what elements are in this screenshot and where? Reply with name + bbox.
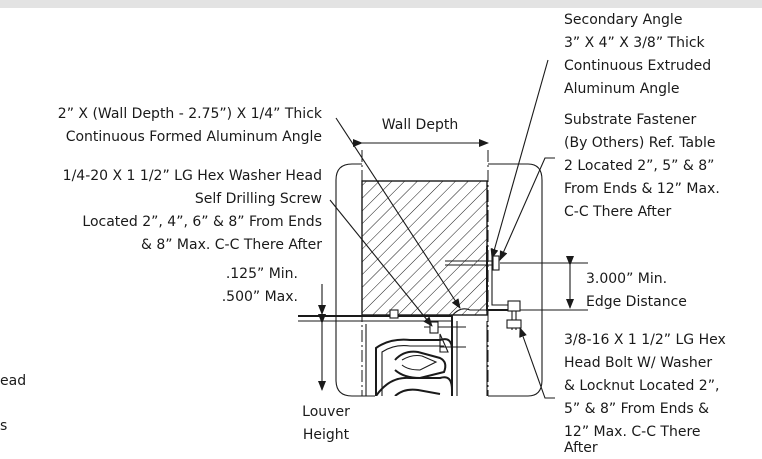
svg-text:(By Others) Ref. Table: (By Others) Ref. Table — [564, 135, 715, 151]
svg-text:C-C There After: C-C There After — [564, 204, 671, 220]
svg-text:ead: ead — [0, 373, 26, 389]
label-screw: 1/4-20 X 1 1/2” LG Hex Washer Head Self … — [63, 168, 323, 253]
svg-text:3.000” Min.: 3.000” Min. — [586, 271, 667, 287]
svg-text:1/4-20 X 1 1/2” LG Hex Washer: 1/4-20 X 1 1/2” LG Hex Washer Head — [63, 168, 322, 184]
svg-text:Continuous Formed Aluminum Ang: Continuous Formed Aluminum Angle — [66, 129, 322, 145]
svg-text:.125” Min.: .125” Min. — [226, 266, 298, 282]
hex-bolt-head — [507, 300, 521, 312]
section-outline — [335, 163, 543, 397]
svg-text:12” Max. C-C There: 12” Max. C-C There — [564, 424, 701, 440]
svg-text:& Locknut Located 2”,: & Locknut Located 2”, — [564, 378, 719, 394]
svg-text:5” & 8” From Ends &: 5” & 8” From Ends & — [564, 401, 709, 417]
svg-text:Continuous Extruded: Continuous Extruded — [564, 58, 711, 74]
svg-text:Substrate Fastener: Substrate Fastener — [564, 112, 697, 128]
svg-text:After: After — [564, 440, 598, 454]
svg-text:Louver: Louver — [302, 404, 350, 420]
leader-substrate-fastener — [499, 157, 555, 261]
screw-head — [429, 321, 439, 334]
label-hex-bolt: 3/8-16 X 1 1/2” LG Hex Head Bolt W/ Wash… — [564, 332, 726, 456]
svg-text:Aluminum Angle: Aluminum Angle — [564, 81, 680, 97]
label-gap: .125” Min. .500” Max. — [222, 266, 298, 305]
label-secondary-angle: Secondary Angle 3” X 4” X 3/8” Thick Con… — [564, 12, 711, 97]
hex-bolt-nut — [506, 319, 522, 329]
svg-text:3/8-16 X 1 1/2” LG Hex: 3/8-16 X 1 1/2” LG Hex — [564, 332, 726, 348]
svg-text:s: s — [0, 418, 7, 434]
wall-substrate — [361, 180, 488, 316]
svg-text:Self Drilling Screw: Self Drilling Screw — [195, 191, 322, 207]
svg-text:3” X 4” X 3/8” Thick: 3” X 4” X 3/8” Thick — [564, 35, 706, 51]
louver-blades — [365, 324, 453, 396]
svg-text:Height: Height — [303, 427, 350, 443]
svg-text:2 Located 2”, 5” & 8”: 2 Located 2”, 5” & 8” — [564, 158, 714, 174]
label-louver-height: Louver Height — [302, 404, 350, 443]
label-formed-angle: 2” X (Wall Depth - 2.75”) X 1/4” Thick C… — [58, 106, 323, 145]
svg-text:Secondary Angle: Secondary Angle — [564, 12, 682, 28]
label-wall-depth: Wall Depth — [382, 117, 458, 133]
substrate-fastener-head — [492, 255, 500, 271]
leader-secondary-angle — [490, 59, 549, 259]
svg-text:Head Bolt W/ Washer: Head Bolt W/ Washer — [564, 355, 712, 371]
svg-text:& 8” Max. C-C There After: & 8” Max. C-C There After — [141, 237, 322, 253]
leader-formed-angle — [335, 117, 461, 309]
svg-text:From Ends & 12” Max.: From Ends & 12” Max. — [564, 181, 720, 197]
header-bar — [0, 0, 762, 8]
svg-text:2” X (Wall Depth - 2.75”) X 1/: 2” X (Wall Depth - 2.75”) X 1/4” Thick — [58, 106, 323, 122]
svg-text:.500” Max.: .500” Max. — [222, 289, 298, 305]
leader-screw — [329, 199, 433, 327]
label-clipped-left: ead s — [0, 373, 26, 434]
svg-text:Edge Distance: Edge Distance — [586, 294, 687, 310]
label-edge-distance: 3.000” Min. Edge Distance — [586, 271, 687, 310]
formed-angle-bend — [451, 308, 487, 317]
small-fastener — [389, 309, 399, 319]
svg-text:Located 2”, 4”, 6” & 8” From E: Located 2”, 4”, 6” & 8” From Ends — [82, 214, 322, 230]
leader-hex-bolt — [519, 327, 555, 399]
label-substrate-fastener: Substrate Fastener (By Others) Ref. Tabl… — [564, 112, 720, 220]
